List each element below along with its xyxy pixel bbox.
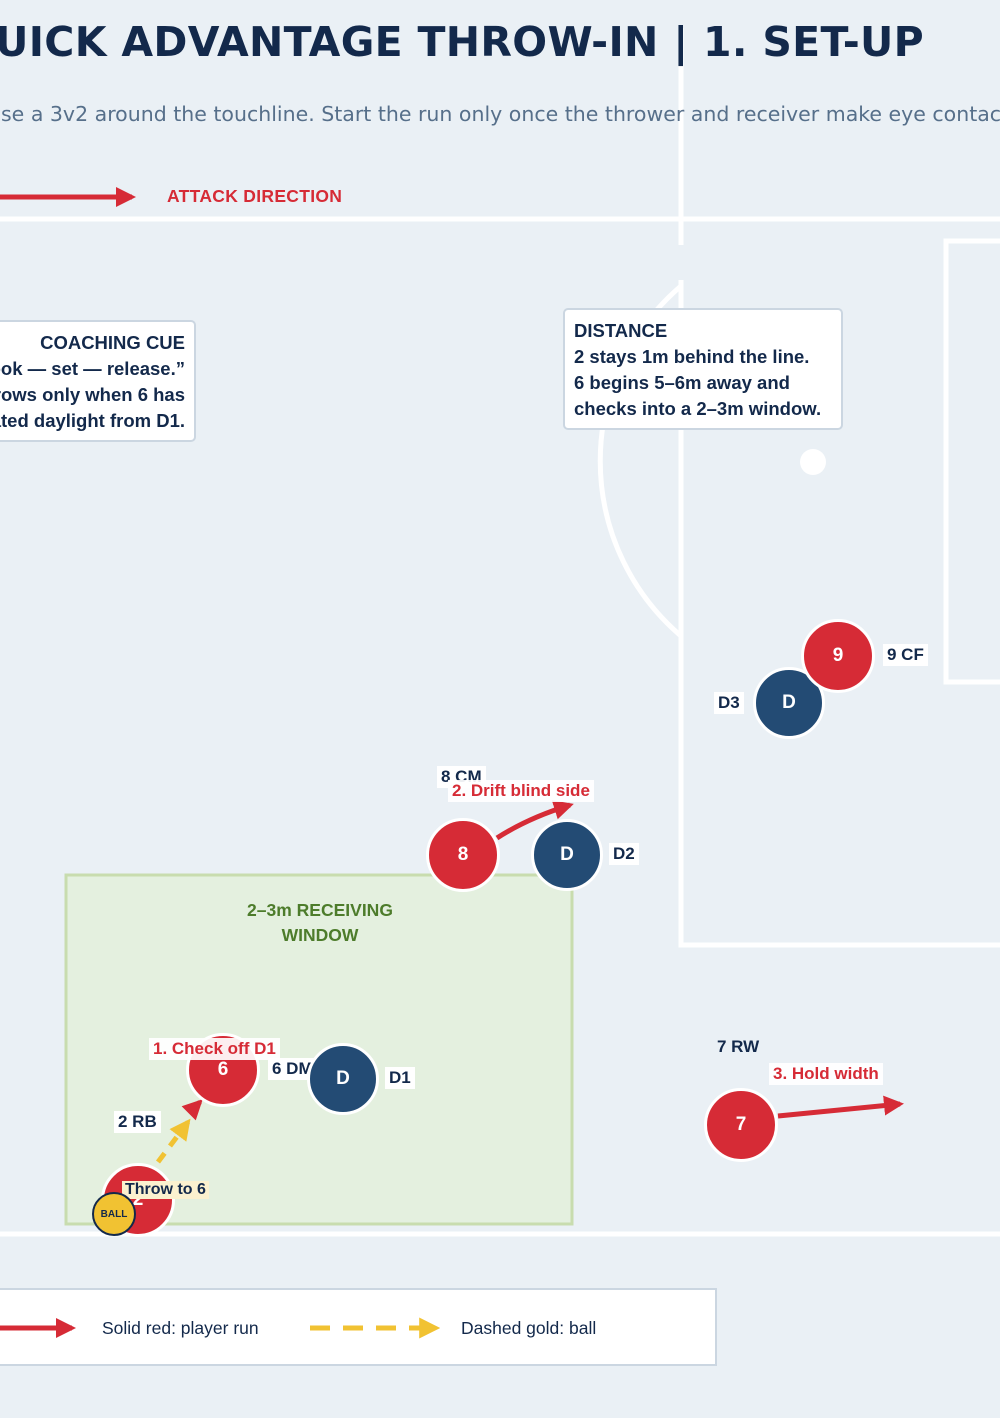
defender-d1-label: D1 <box>385 1067 415 1089</box>
attacker-9-label: 9 CF <box>883 644 928 666</box>
attacker-7-label: 7 RW <box>717 1037 760 1056</box>
distance-callout: DISTANCE 2 stays 1m behind the line. 6 b… <box>563 308 843 430</box>
run-arrow-hold-width <box>777 1095 904 1119</box>
ball-token-label: BALL <box>100 1208 128 1220</box>
defender-d2-label: D2 <box>609 843 639 865</box>
distance-line-1: DISTANCE <box>574 320 668 341</box>
drift-run-label: 2. Drift blind side <box>448 780 594 802</box>
check-off-run-label: 1. Check off D1 <box>149 1038 280 1060</box>
legend-solid-label: Solid red: player run <box>102 1318 259 1338</box>
receiving-window-label-line-1: 2–3m RECEIVING <box>247 900 393 920</box>
distance-line-3: 6 begins 5–6m away and <box>574 372 790 393</box>
coaching-cue-line-3: 2 throws only when 6 has <box>0 384 185 405</box>
six-yard-box <box>943 238 1000 685</box>
distance-line-2: 2 stays 1m behind the line. <box>574 346 810 367</box>
penalty-spot <box>800 449 826 475</box>
defender-d1-mark: D <box>336 1068 350 1089</box>
ball-token[interactable]: BALL <box>92 1192 136 1236</box>
coaching-cue-line-1: COACHING CUE <box>40 332 185 353</box>
attacker-9-number: 9 <box>832 645 844 666</box>
defender-d3-label: D3 <box>714 692 744 714</box>
legend-dashed-label: Dashed gold: ball <box>461 1318 597 1338</box>
attacker-8-token[interactable]: 8 <box>426 818 500 892</box>
run-arrow-drift <box>495 800 574 841</box>
attacker-7-number: 7 <box>735 1114 747 1135</box>
attacker-2-number: 2 <box>132 1189 144 1210</box>
ball-pass-arrow <box>156 1118 191 1164</box>
defender-d3-mark: D <box>782 692 796 713</box>
coaching-cue-line-4: created daylight from D1. <box>0 410 185 431</box>
attacker-8-number: 8 <box>457 844 469 865</box>
run-arrow-check-off <box>181 1099 203 1121</box>
page-title: QUICK ADVANTAGE THROW-IN | 1. SET-UP <box>0 18 924 66</box>
distance-line-4: checks into a 2–3m window. <box>574 398 822 419</box>
coaching-cue-callout: COACHING CUE “Look — set — release.” 2 t… <box>0 320 196 442</box>
attacker-2-label: 2 RB <box>114 1111 161 1133</box>
attacker-6-label: 6 DM <box>268 1058 317 1080</box>
attacker-6-number: 6 <box>217 1059 229 1080</box>
defender-d2-token[interactable]: D <box>531 819 603 891</box>
coaching-cue-line-2: “Look — set — release.” <box>0 358 185 379</box>
defender-d2-mark: D <box>560 844 574 865</box>
attacker-9-token[interactable]: 9 <box>801 619 875 693</box>
receiving-window-label-line-2: WINDOW <box>281 925 359 945</box>
defender-d1-token[interactable]: D <box>307 1043 379 1115</box>
hold-width-run-label: 3. Hold width <box>769 1063 883 1085</box>
receiving-window-label: 2–3m RECEIVING WINDOW <box>68 898 572 948</box>
pitch-lines <box>0 28 1000 1237</box>
attack-direction-label: ATTACK DIRECTION <box>167 186 343 206</box>
penalty-box-outline <box>678 280 1000 948</box>
page-subtitle: Use a 3v2 around the touchline. Start th… <box>0 102 1000 126</box>
attacker-7-token[interactable]: 7 <box>704 1088 778 1162</box>
throw-label: Throw to 6 <box>122 1181 209 1199</box>
